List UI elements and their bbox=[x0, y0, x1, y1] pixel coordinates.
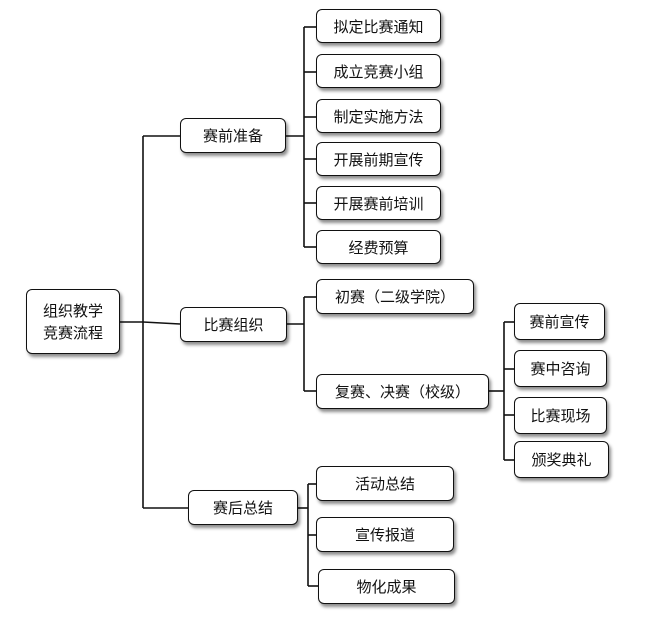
final-sub-item-venue: 比赛现场 bbox=[514, 397, 607, 434]
prep-item-method: 制定实施方法 bbox=[316, 99, 441, 133]
prep-item-team: 成立竞赛小组 bbox=[316, 54, 441, 88]
final-sub-item-publicity: 赛前宣传 bbox=[514, 303, 605, 340]
competition-item-final: 复赛、决赛（校级） bbox=[316, 374, 489, 409]
prep-item-notice: 拟定比赛通知 bbox=[316, 9, 441, 43]
stage-node-post-competition: 赛后总结 bbox=[188, 490, 298, 525]
summary-item-activity: 活动总结 bbox=[316, 466, 454, 501]
stage-node-competition-organization: 比赛组织 bbox=[180, 307, 287, 342]
summary-item-outcome: 物化成果 bbox=[318, 569, 455, 604]
root-node: 组织教学 竞赛流程 bbox=[26, 289, 120, 354]
prep-item-budget: 经费预算 bbox=[316, 230, 441, 264]
prep-item-publicity: 开展前期宣传 bbox=[316, 142, 441, 176]
final-sub-item-awards: 颁奖典礼 bbox=[514, 441, 609, 478]
prep-item-training: 开展赛前培训 bbox=[316, 186, 441, 220]
competition-item-preliminary: 初赛（二级学院） bbox=[316, 279, 474, 314]
root-line-2: 竞赛流程 bbox=[42, 323, 103, 342]
root-line-1: 组织教学 bbox=[42, 301, 103, 320]
summary-item-report: 宣传报道 bbox=[316, 517, 454, 552]
stage-node-pre-competition: 赛前准备 bbox=[180, 118, 286, 153]
final-sub-item-consulting: 赛中咨询 bbox=[514, 350, 607, 387]
